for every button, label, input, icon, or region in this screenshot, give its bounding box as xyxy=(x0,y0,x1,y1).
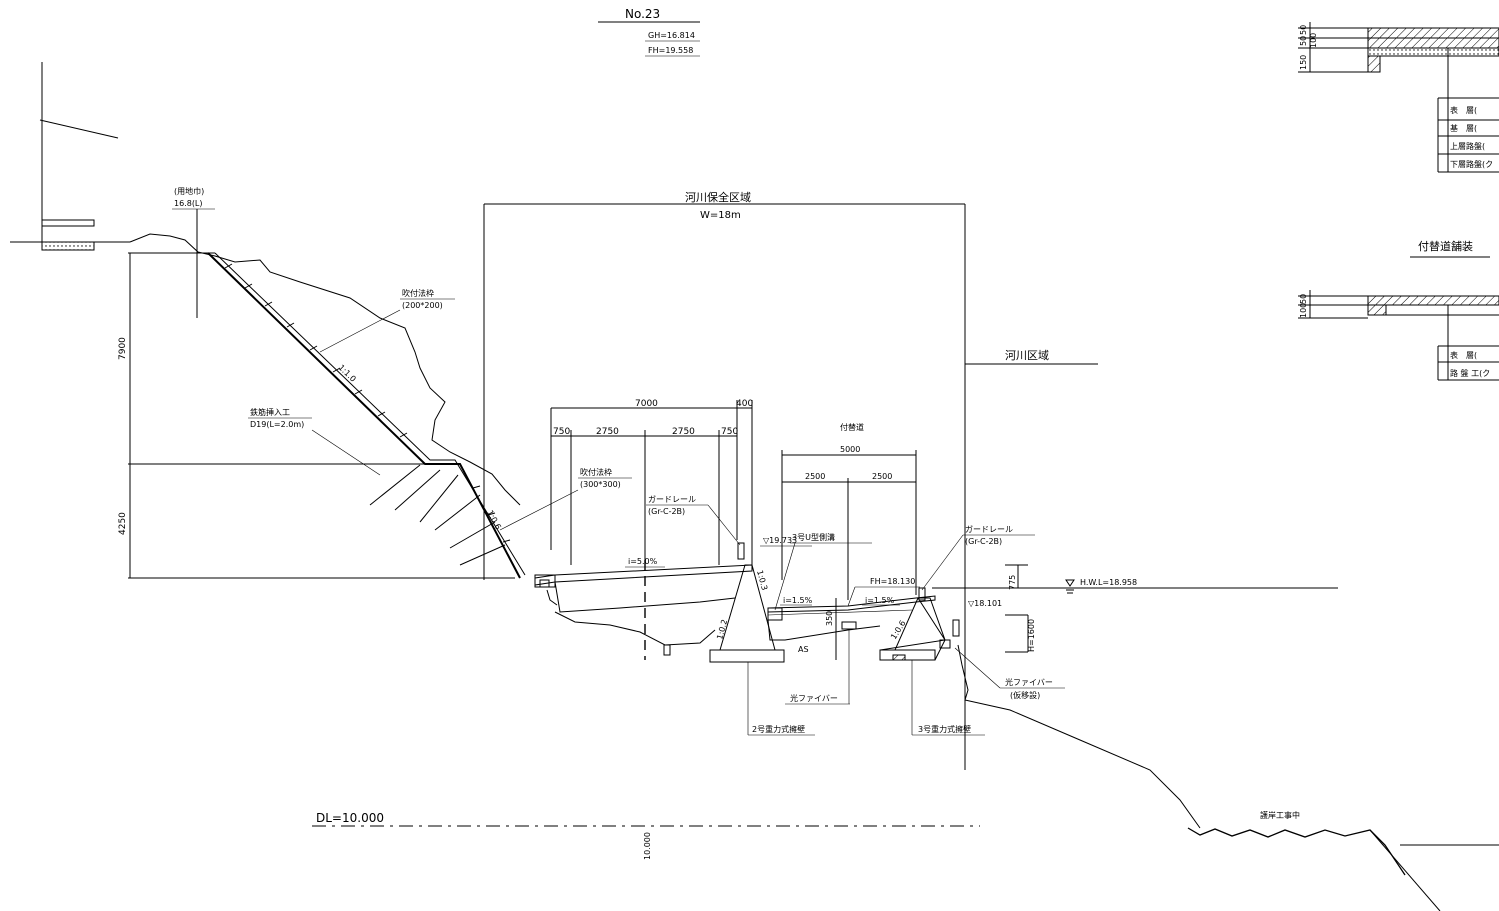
wall-3-label: 3号重力式擁壁 xyxy=(918,724,971,734)
spray-frame-top-label: 吹付法枠 xyxy=(402,288,434,298)
slope-ratio-4: 1:0.2 xyxy=(715,618,729,640)
spray-frame-top-callout: 吹付法枠 (200*200) xyxy=(319,288,455,353)
existing-ground-right: 護岸工事中 xyxy=(957,644,1499,911)
slope-ratio-5: 1:0.6 xyxy=(889,619,908,641)
detour-label: 付替道 xyxy=(840,422,864,432)
pave-main-dim-2: 50 xyxy=(1299,25,1308,35)
rebar-spec: D19(L=2.0m) xyxy=(250,420,304,429)
guardrail-right-label: ガードレール xyxy=(965,524,1013,534)
u-ditch-label: 3号U型側溝 xyxy=(792,532,835,542)
guardrail-left-callout: ガードレール (Gr-C-2B) xyxy=(646,494,745,560)
pave-main-layer-3: 上層路盤( xyxy=(1450,141,1485,151)
hwl-label: H.W.L=18.958 xyxy=(1080,578,1137,587)
optical-fiber-callout: 光ファイバー xyxy=(785,629,850,705)
dim-offset-right: 400 xyxy=(736,399,753,409)
gravity-wall-3: 1:0.6 3号重力式擁壁 xyxy=(879,597,985,736)
wall-2-label: 2号重力式擁壁 xyxy=(752,724,805,734)
fh-detour: FH=18.130 xyxy=(870,577,915,586)
pave-main-dim-1: 50 xyxy=(1299,36,1308,46)
guardrail-left-type: (Gr-C-2B) xyxy=(648,507,685,516)
guardrail-right-type: (Gr-C-2B) xyxy=(965,537,1002,546)
spray-frame-top-size: (200*200) xyxy=(402,301,443,310)
rebar-callout: 鉄筋挿入工 D19(L=2.0m) xyxy=(248,407,381,476)
station-label: No.23 xyxy=(625,7,660,21)
level-1: ▽19.733 xyxy=(763,536,797,545)
dim-h-ditch: H=1600 xyxy=(1027,619,1036,652)
slope-ratio-2: 1:0.6 xyxy=(485,509,503,531)
slope-detour-1: i=1.5% xyxy=(783,596,813,605)
optical-fiber-temp-label: 光ファイバー xyxy=(1005,677,1053,687)
river-zone-label: 河川区域 xyxy=(1005,349,1049,362)
land-boundary-value: 16.8(L) xyxy=(174,199,203,208)
guardrail-left-label: ガードレール xyxy=(648,494,696,504)
pave-main-layer-4: 下層路盤(ク xyxy=(1450,159,1493,169)
pavement-detail-main: 50 50 100 150 表 層( 基 層( 上層路盤( 下層路盤(ク xyxy=(1298,22,1499,173)
guardrail-right-callout: ガードレール (Gr-C-2B) xyxy=(918,524,1035,601)
pave-main-layer-1: 表 層( xyxy=(1450,105,1477,115)
slope-detour-2: i=1.5% xyxy=(865,596,895,605)
road-dimensions: 7000 400 750 2750 2750 750 xyxy=(550,399,753,568)
land-boundary: (用地巾) 16.8(L) xyxy=(172,186,215,318)
as-mark: AS xyxy=(798,645,809,654)
pave-main-dim-3: 100 xyxy=(1309,33,1318,48)
slope-ratio-3: 1:0.3 xyxy=(755,569,769,591)
water-levels: 775 H=1600 ▽18.101 H.W.L=18.958 xyxy=(932,564,1338,653)
pavement-detail-detour: 付替道舗装 50 100 表 層( 路 盤 工(ク xyxy=(1298,239,1499,381)
pavement-detour-title: 付替道舗装 xyxy=(1418,239,1473,253)
optical-fiber-label: 光ファイバー xyxy=(790,693,838,703)
shore-work-label: 護岸工事中 xyxy=(1260,810,1300,820)
height-upper-label: 7900 xyxy=(118,337,128,360)
pave-main-layer-2: 基 層( xyxy=(1450,123,1477,133)
river-conservation-width: W=18m xyxy=(700,210,741,221)
river-zone: 河川区域 xyxy=(965,349,1098,365)
datum-label: DL=10.000 xyxy=(316,811,384,825)
datum-small: 10.000 xyxy=(643,832,652,860)
level-2: ▽18.101 xyxy=(968,599,1002,608)
pave-detour-layer-1: 表 層( xyxy=(1450,350,1477,360)
slope-main: i=5.0% xyxy=(628,557,658,566)
dim-detour-total: 5000 xyxy=(840,445,860,454)
existing-ground-left xyxy=(10,62,521,506)
pave-detour-dim-2: 100 xyxy=(1299,303,1308,318)
dim-seg-d: 750 xyxy=(721,427,738,437)
main-road: i=5.0% xyxy=(534,557,753,660)
detour-road: 付替道 5000 2500 2500 ▽19.733 3号U型側溝 i=1.5%… xyxy=(760,422,936,660)
dim-total-width: 7000 xyxy=(635,399,658,409)
fh-label: FH=19.558 xyxy=(648,46,693,55)
pave-detour-layer-2: 路 盤 工(ク xyxy=(1450,368,1490,378)
dim-wall-height: 350 xyxy=(825,611,834,626)
spray-frame-mid-label: 吹付法枠 xyxy=(580,467,612,477)
dim-fill-height: 775 xyxy=(1008,575,1017,590)
dim-seg-a: 750 xyxy=(553,427,570,437)
datum: DL=10.000 10.000 xyxy=(312,811,980,860)
height-dimensions: 7900 4250 xyxy=(118,252,515,579)
dim-seg-c: 2750 xyxy=(672,427,695,437)
optical-fiber-temp-note: (仮移設) xyxy=(1010,690,1040,700)
pave-main-dim-4: 150 xyxy=(1299,55,1308,70)
river-conservation-label: 河川保全区域 xyxy=(685,190,751,204)
dim-detour-left: 2500 xyxy=(805,472,825,481)
spray-frame-mid-size: (300*300) xyxy=(580,480,621,489)
spray-frame-mid-callout: 吹付法枠 (300*300) xyxy=(499,467,632,531)
river-conservation-zone: 河川保全区域 W=18m xyxy=(483,190,966,770)
land-boundary-label: (用地巾) xyxy=(174,186,204,196)
gh-label: GH=16.814 xyxy=(648,31,695,40)
station-header: No.23 GH=16.814 FH=19.558 xyxy=(598,7,700,57)
dim-seg-b: 2750 xyxy=(596,427,619,437)
pave-detour-dim-1: 50 xyxy=(1299,294,1308,304)
height-lower-label: 4250 xyxy=(118,512,128,535)
dim-detour-right: 2500 xyxy=(872,472,892,481)
rebar-label: 鉄筋挿入工 xyxy=(250,407,290,417)
optical-fiber-temp-callout: 光ファイバー (仮移設) xyxy=(954,647,1065,700)
